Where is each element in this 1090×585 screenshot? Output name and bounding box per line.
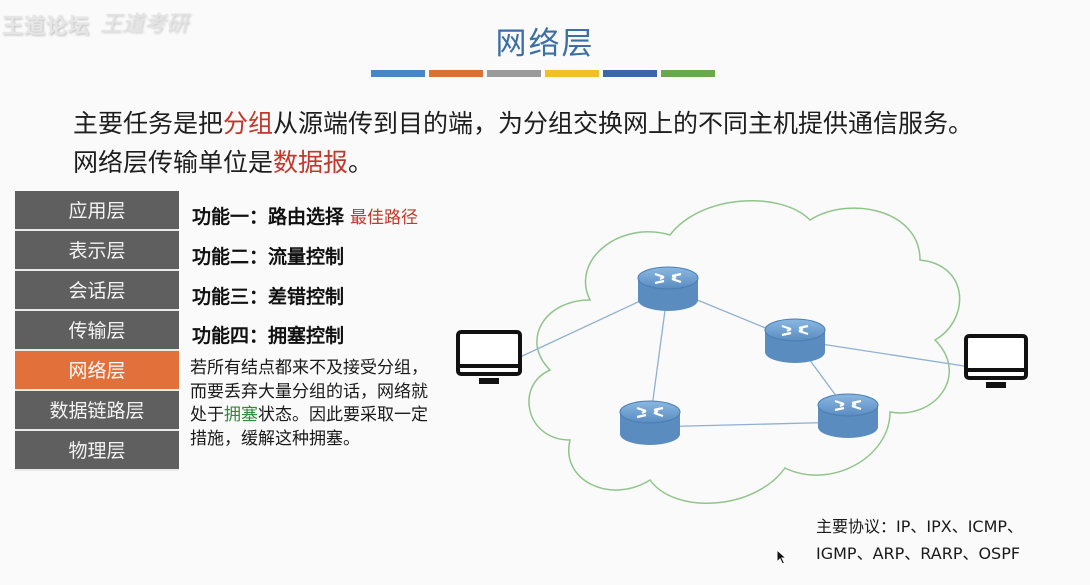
congestion-highlight: 拥塞 (224, 405, 258, 425)
network-links (517, 287, 991, 428)
function-label: 功能一：路由选择 (192, 206, 345, 228)
intro-highlight-datagram: 数据报 (273, 148, 349, 177)
osi-layer-stack: 应用层 表示层 会话层 传输层 网络层 数据链路层 物理层 (15, 191, 179, 471)
color-bar-segment (545, 70, 599, 77)
layer-presentation: 表示层 (15, 231, 179, 271)
main-protocols: 主要协议：IP、IPX、ICMP、 IGMP、ARP、RARP、OSPF (816, 513, 1023, 567)
function-routing: 功能一：路由选择最佳路径 (192, 202, 418, 229)
layer-data-link: 数据链路层 (15, 391, 179, 431)
protocols-line-2: IGMP、ARP、RARP、OSPF (816, 544, 1021, 563)
router-icon (619, 400, 681, 445)
layer-application: 应用层 (15, 191, 179, 231)
watermark-site: 王道论坛 (2, 14, 90, 38)
color-bar-segment (429, 70, 483, 77)
function-label: 功能三：差错控制 (192, 286, 345, 308)
intro-text-part: 从源端传到目的端，为分组交换网上的不同主机提供通信服务。 (273, 109, 974, 138)
intro-text-part: 主要任务是把 (73, 109, 224, 138)
title-color-bar (371, 70, 715, 77)
intro-line-2: 网络层传输单位是数据报。 (73, 143, 973, 182)
protocols-line-1: 主要协议：IP、IPX、ICMP、 (816, 517, 1024, 536)
layer-session: 会话层 (15, 271, 179, 311)
color-bar-segment (661, 70, 715, 77)
function-label: 功能二：流量控制 (192, 246, 345, 268)
intro-highlight-packet: 分组 (223, 109, 274, 138)
function-note: 最佳路径 (350, 208, 419, 228)
color-bar-segment (603, 70, 657, 77)
intro-text-part: 网络层传输单位是 (73, 148, 274, 177)
layer-network: 网络层 (15, 351, 179, 391)
layer-physical: 物理层 (15, 431, 179, 471)
function-flow-control: 功能二：流量控制 (192, 242, 344, 269)
computer-icon (964, 334, 1028, 388)
function-error-control: 功能三：差错控制 (192, 282, 344, 309)
router-icon (817, 393, 879, 438)
congestion-text: 状态。因此要采取一定措施，缓解这种拥塞。 (190, 405, 428, 449)
slide-title: 网络层 (495, 26, 595, 62)
mouse-cursor-icon (776, 549, 788, 565)
network-diagram (456, 199, 1028, 504)
color-bar-segment (371, 70, 425, 77)
layer-transport: 传输层 (15, 311, 179, 351)
function-label: 功能四：拥塞控制 (192, 325, 345, 347)
function-congestion-control: 功能四：拥塞控制 (192, 321, 344, 348)
intro-text: 主要任务是把分组从源端传到目的端，为分组交换网上的不同主机提供通信服务。 网络层… (73, 104, 973, 182)
router-icon (764, 318, 826, 363)
computer-icon (456, 330, 522, 384)
color-bar-segment (487, 70, 541, 77)
watermark-signature: 王道考研 (100, 12, 189, 37)
intro-line-1: 主要任务是把分组从源端传到目的端，为分组交换网上的不同主机提供通信服务。 (73, 104, 973, 143)
congestion-text: 若所有结点都来不及接受分组，而要丢弃大量分组的话，网络就处于 (190, 358, 428, 425)
intro-text-part: 。 (348, 148, 374, 177)
congestion-explanation: 若所有结点都来不及接受分组，而要丢弃大量分组的话，网络就处于拥塞状态。因此要采取… (190, 357, 442, 451)
network-cloud (528, 199, 961, 504)
router-icon (637, 266, 699, 311)
